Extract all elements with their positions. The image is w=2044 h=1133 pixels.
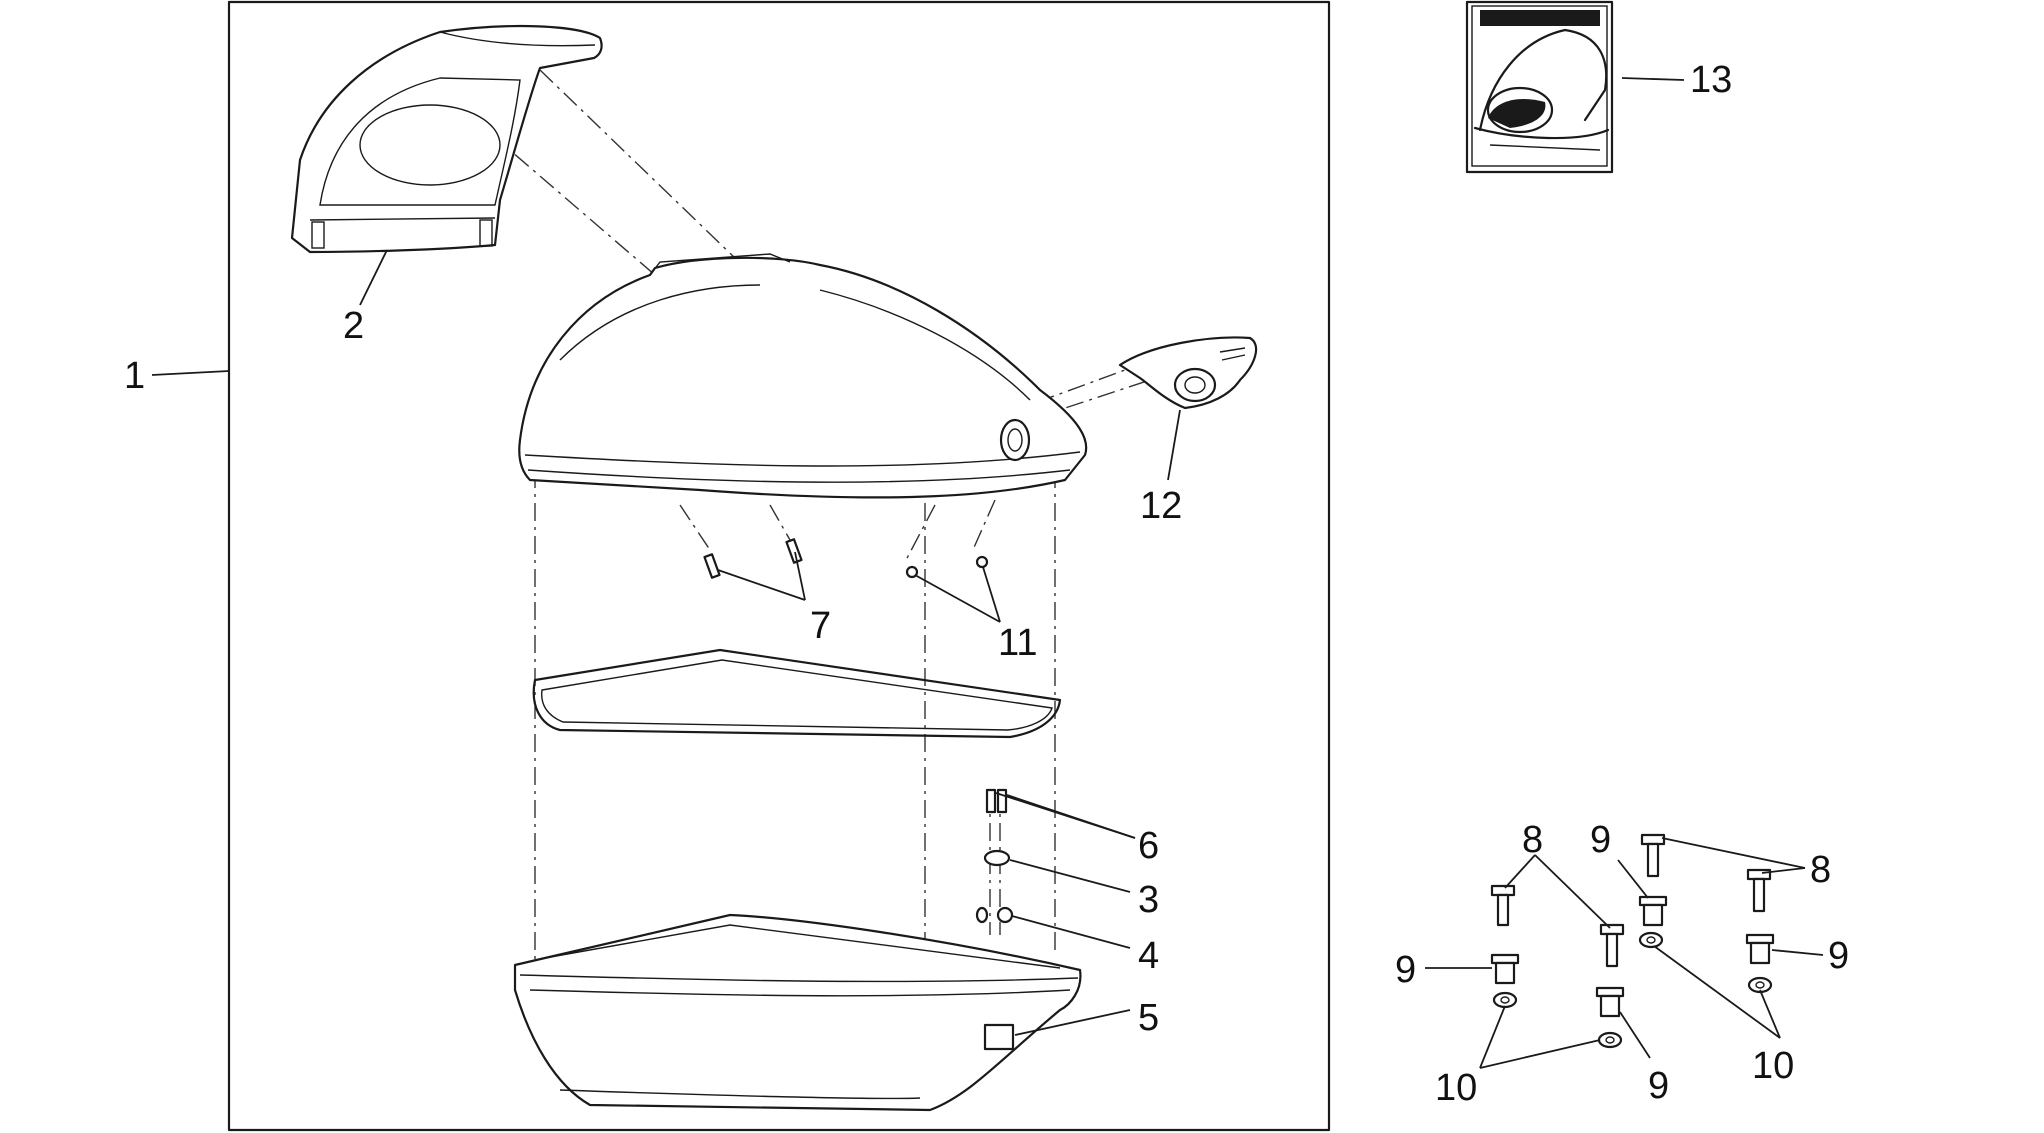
callout-8-left: 8 (1522, 819, 1543, 861)
spacer (1595, 986, 1625, 1018)
callout-10-left: 10 (1435, 1067, 1477, 1109)
bolt (1746, 868, 1772, 913)
callout-1: 1 (124, 355, 145, 397)
callout-3: 3 (1138, 879, 1159, 921)
leader-lines (151, 77, 1824, 1069)
top-case-base (513, 913, 1082, 1112)
callout-11: 11 (998, 622, 1037, 664)
bolt (1490, 884, 1516, 927)
callout-8-right: 8 (1810, 849, 1831, 891)
instruction-label (1465, 0, 1614, 174)
base-fasteners (975, 788, 1014, 924)
callout-10-right: 10 (1752, 1045, 1794, 1087)
nut (1747, 976, 1773, 994)
lid-screws (703, 538, 989, 579)
bolt (1599, 923, 1625, 968)
callout-12: 12 (1140, 485, 1182, 527)
kit-frame (227, 0, 1331, 1132)
lock-cover (1118, 336, 1258, 410)
top-case-lid (518, 253, 1088, 499)
bolt (1640, 833, 1666, 878)
callout-9-bottom: 9 (1648, 1065, 1669, 1107)
callout-5: 5 (1138, 997, 1159, 1039)
mounting-hardware (1490, 833, 1775, 1049)
nut (1638, 931, 1664, 949)
spacer (1638, 895, 1668, 927)
callout-13: 13 (1690, 59, 1732, 101)
nut (1597, 1031, 1623, 1049)
callout-labels: 1 2 7 11 12 6 3 4 5 13 8 8 9 9 9 9 10 10 (124, 59, 1849, 1109)
nut (1492, 991, 1518, 1009)
callout-9-right: 9 (1828, 935, 1849, 977)
backrest-pad (290, 24, 603, 254)
callout-9-top: 9 (1590, 819, 1611, 861)
seal-gasket (532, 648, 1062, 739)
callout-4: 4 (1138, 935, 1159, 977)
callout-9-left: 9 (1395, 949, 1416, 991)
spacer (1490, 953, 1520, 985)
assembly-guide-lines (439, 69, 1151, 990)
callout-7: 7 (810, 605, 831, 647)
spacer (1745, 933, 1775, 965)
callout-2: 2 (343, 305, 364, 347)
callout-6: 6 (1138, 825, 1159, 867)
